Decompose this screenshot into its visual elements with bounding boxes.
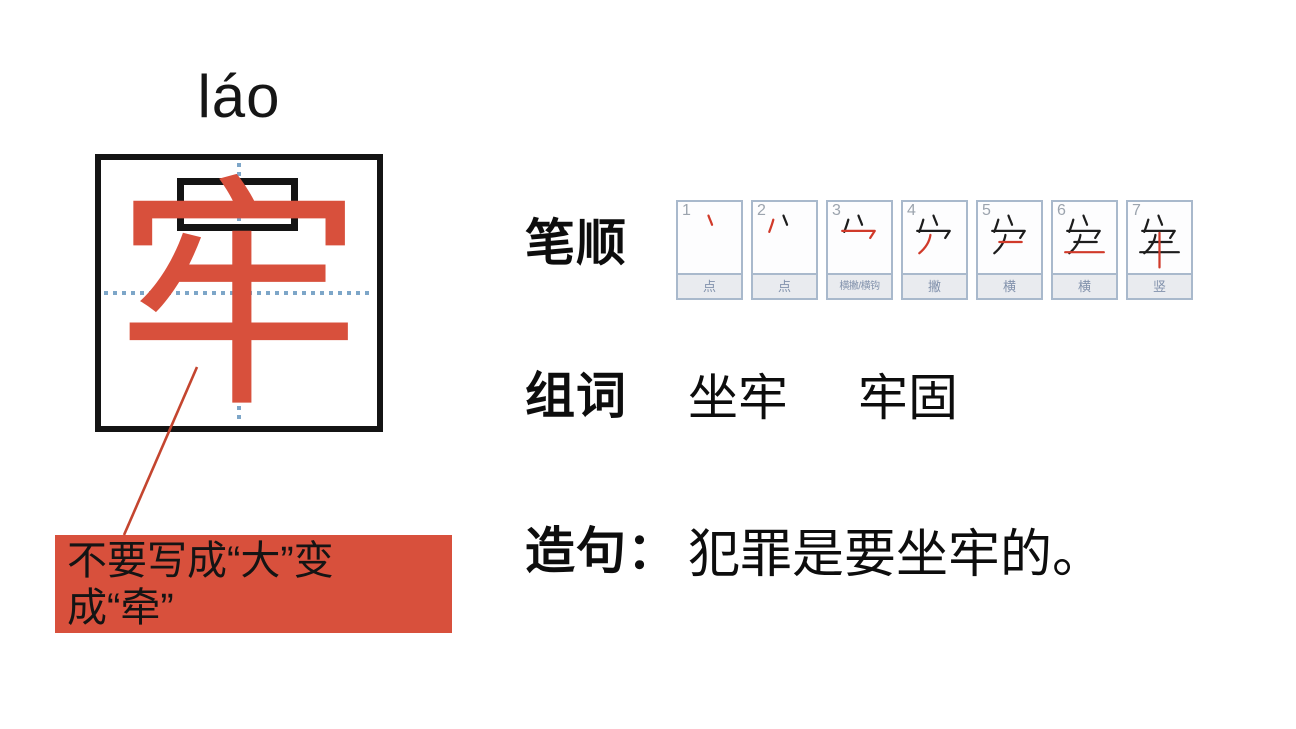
words-section-label: 组词 bbox=[525, 368, 627, 424]
stroke-number: 4 bbox=[907, 202, 916, 219]
word-item: 牢固 bbox=[858, 370, 958, 426]
stroke-diagram bbox=[841, 214, 876, 240]
stroke-highlight-rectangle bbox=[177, 178, 298, 231]
annotation-line-2: 成“牵” bbox=[67, 586, 174, 630]
stroke-diagram bbox=[1139, 214, 1180, 269]
stroke-order-box: 3 横撇/横钩 bbox=[826, 200, 893, 300]
grid-center-horizontal-dotted-line bbox=[104, 291, 374, 295]
stroke-number: 1 bbox=[682, 202, 691, 219]
stroke-name-label: 横 bbox=[1053, 273, 1116, 298]
stroke-name-label: 横 bbox=[978, 273, 1041, 298]
word-item: 坐牢 bbox=[688, 370, 788, 426]
stroke-number: 7 bbox=[1132, 202, 1141, 219]
stroke-name-label: 点 bbox=[678, 273, 741, 298]
stroke-diagram bbox=[768, 214, 789, 233]
stroke-diagram bbox=[707, 214, 714, 226]
callout-leader-line bbox=[122, 366, 199, 536]
stroke-number: 3 bbox=[832, 202, 841, 219]
character-practice-grid: 牢 bbox=[95, 154, 383, 432]
stroke-diagram bbox=[991, 214, 1026, 255]
stroke-number: 5 bbox=[982, 202, 991, 219]
stroke-order-section-label: 笔顺 bbox=[525, 215, 627, 271]
sentence-text: 犯罪是要坐牢的。 bbox=[688, 526, 1105, 584]
stroke-name-label: 撇 bbox=[903, 273, 966, 298]
sentence-section-label: 造句： bbox=[525, 523, 678, 579]
stroke-name-label: 横撇/横钩 bbox=[828, 273, 891, 298]
stroke-name-label: 点 bbox=[753, 273, 816, 298]
stroke-diagram bbox=[1064, 214, 1105, 255]
main-character: 牢 bbox=[115, 158, 363, 436]
pinyin-title: láo bbox=[197, 63, 281, 130]
stroke-name-label: 竖 bbox=[1128, 273, 1191, 298]
warning-annotation-box: 不要写成“大”变 成“牵” bbox=[55, 535, 452, 633]
stroke-number: 2 bbox=[757, 202, 766, 219]
stroke-number: 6 bbox=[1057, 202, 1066, 219]
stroke-diagram bbox=[916, 214, 951, 255]
annotation-line-1: 不要写成“大”变 bbox=[67, 539, 334, 583]
